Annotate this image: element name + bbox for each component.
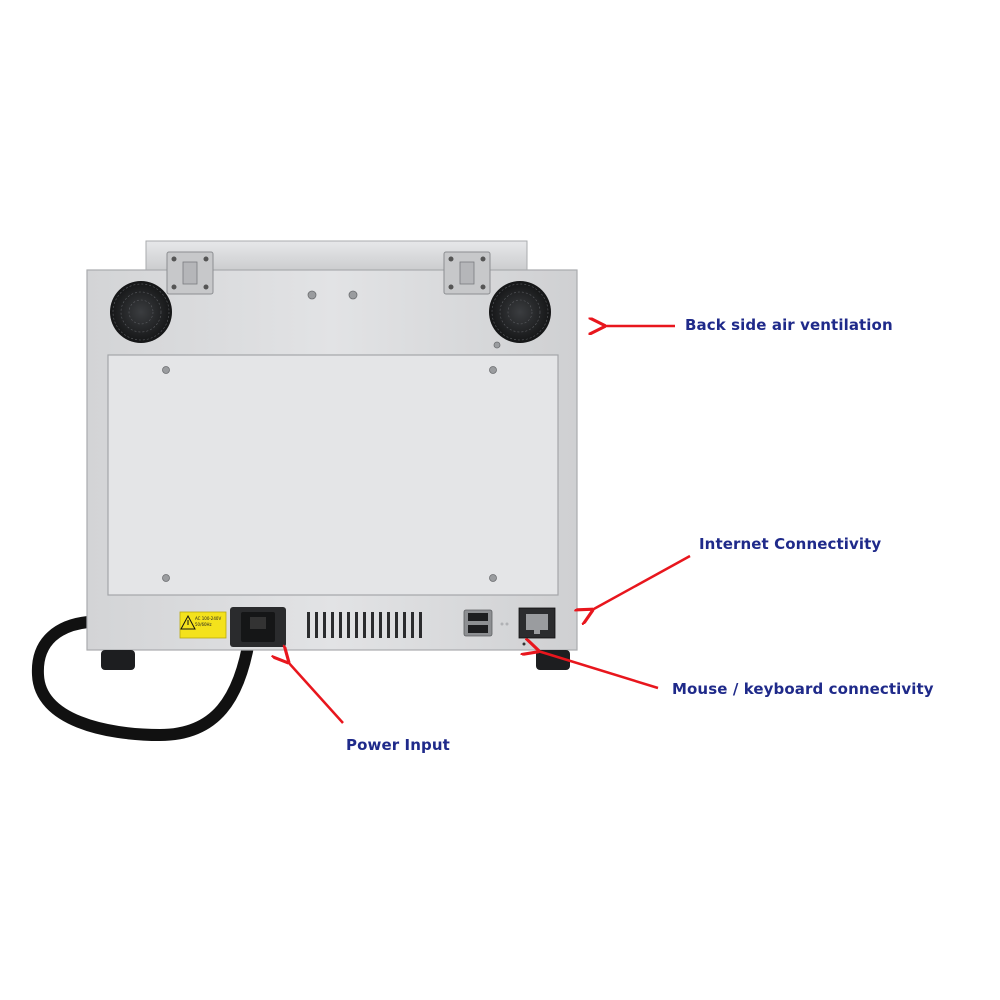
- callout-power: Power Input: [346, 736, 450, 754]
- access-panel: [107, 354, 559, 596]
- screw: [489, 574, 497, 582]
- power-socket-icon: [230, 607, 286, 647]
- device-foot: [536, 650, 570, 670]
- bottom-vent-grille: [307, 612, 422, 638]
- arrow-icon: [592, 554, 691, 610]
- arrow-icon: [288, 662, 344, 724]
- screw: [493, 341, 501, 349]
- callout-internet: Internet Connectivity: [699, 535, 882, 553]
- vent-grille-icon: [489, 281, 551, 343]
- ethernet-port-icon: [518, 607, 556, 639]
- hinge-icon: [166, 251, 214, 295]
- device-foot: [101, 650, 135, 670]
- callout-mouse-keyboard: Mouse / keyboard connectivity: [672, 680, 934, 698]
- warning-label-text: AC 100-240V 50/60Hz: [195, 616, 225, 628]
- warning-label: [179, 611, 227, 639]
- power-cable: [31, 616, 256, 742]
- arrow-icon: [538, 651, 659, 690]
- vent-grille-icon: [110, 281, 172, 343]
- screw: [489, 366, 497, 374]
- hinge-icon: [443, 251, 491, 295]
- usb-port-icon: [463, 609, 493, 637]
- warning-label-line: 50/60Hz: [195, 622, 212, 627]
- warning-label-line: AC 100-240V: [195, 616, 222, 621]
- screw: [307, 290, 317, 300]
- screw: [162, 574, 170, 582]
- callout-vent: Back side air ventilation: [685, 316, 893, 334]
- screw: [348, 290, 358, 300]
- screw: [162, 366, 170, 374]
